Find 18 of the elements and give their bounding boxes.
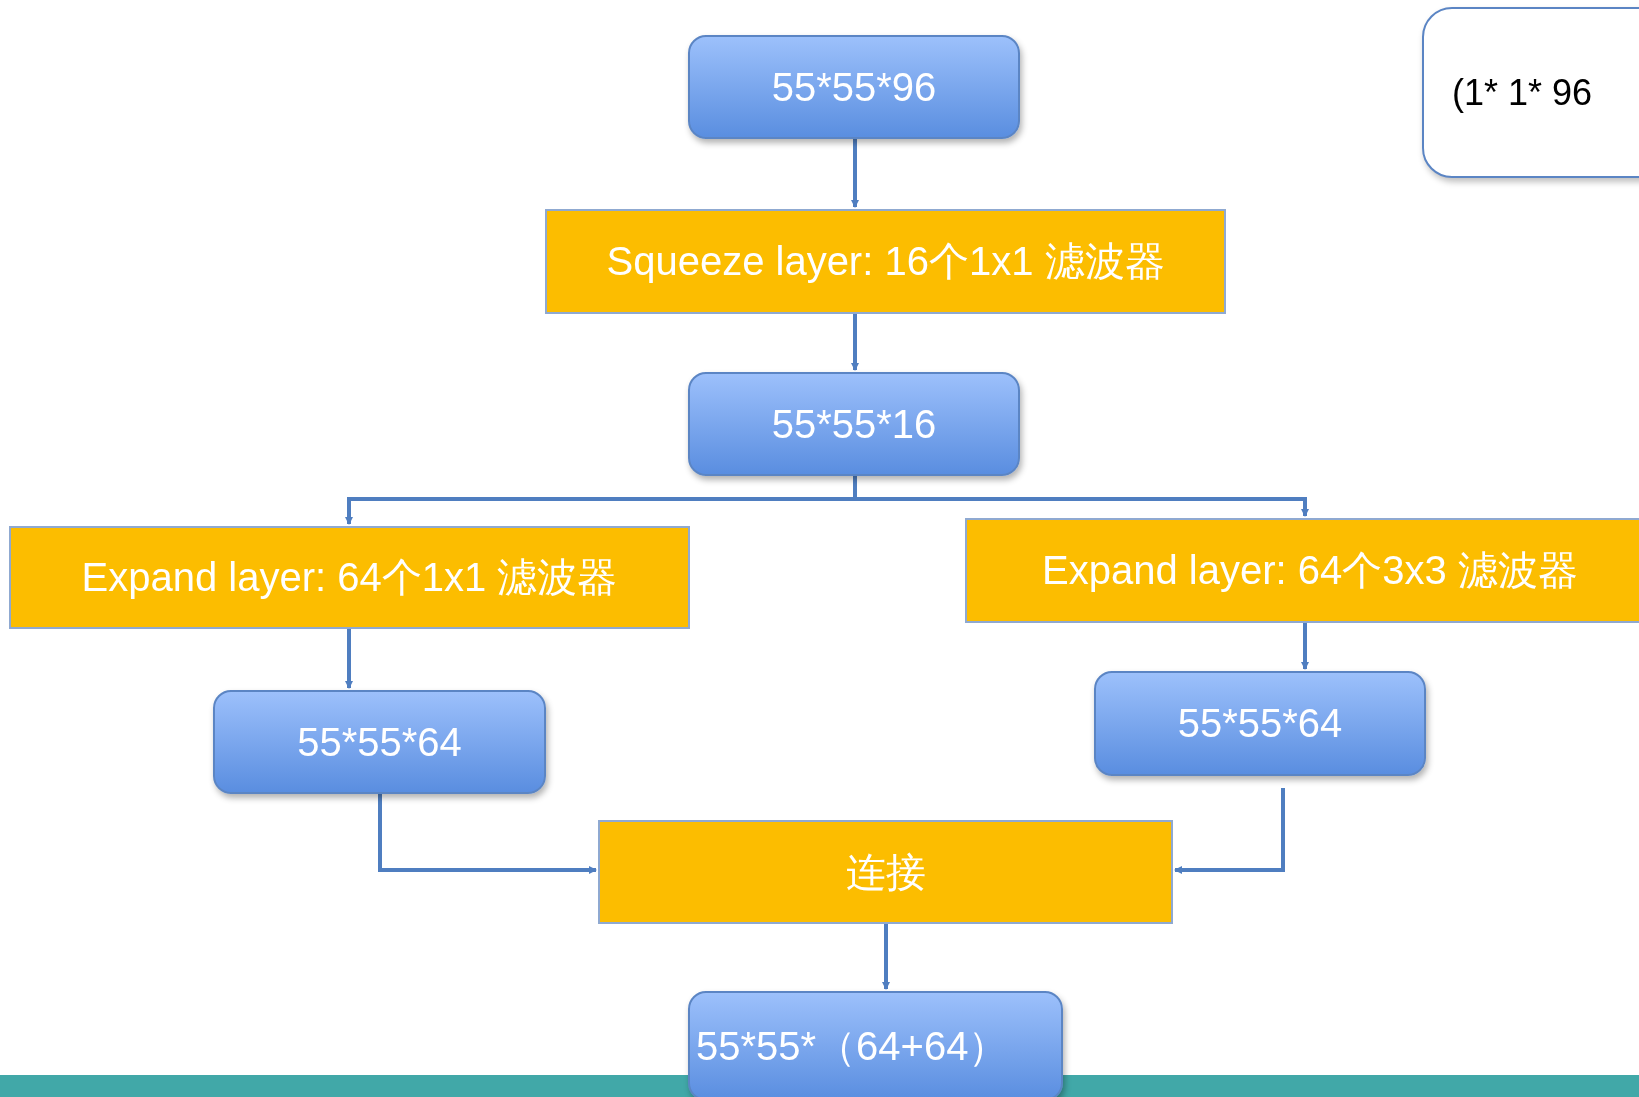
data-box: 55*55*64 <box>1094 671 1426 776</box>
layer-box: Squeeze layer: 16个1x1 滤波器 <box>545 209 1226 314</box>
arrow <box>882 924 890 990</box>
data-box: 55*55*（64+64） <box>688 991 1063 1097</box>
arrow <box>378 794 597 874</box>
arrow <box>851 314 859 371</box>
data-box: 55*55*96 <box>688 35 1020 139</box>
data-box: 55*55*16 <box>688 372 1020 476</box>
arrow <box>1174 788 1285 874</box>
arrow <box>851 139 859 208</box>
arrow <box>853 476 1309 517</box>
data-box: 55*55*64 <box>213 690 546 794</box>
note-box: (1* 1* 96 <box>1422 7 1639 178</box>
arrow <box>345 629 353 689</box>
layer-box: Expand layer: 64个3x3 滤波器 <box>965 518 1639 623</box>
arrow <box>1301 623 1309 670</box>
layer-box: Expand layer: 64个1x1 滤波器 <box>9 526 690 629</box>
process-box: 连接 <box>598 820 1173 924</box>
